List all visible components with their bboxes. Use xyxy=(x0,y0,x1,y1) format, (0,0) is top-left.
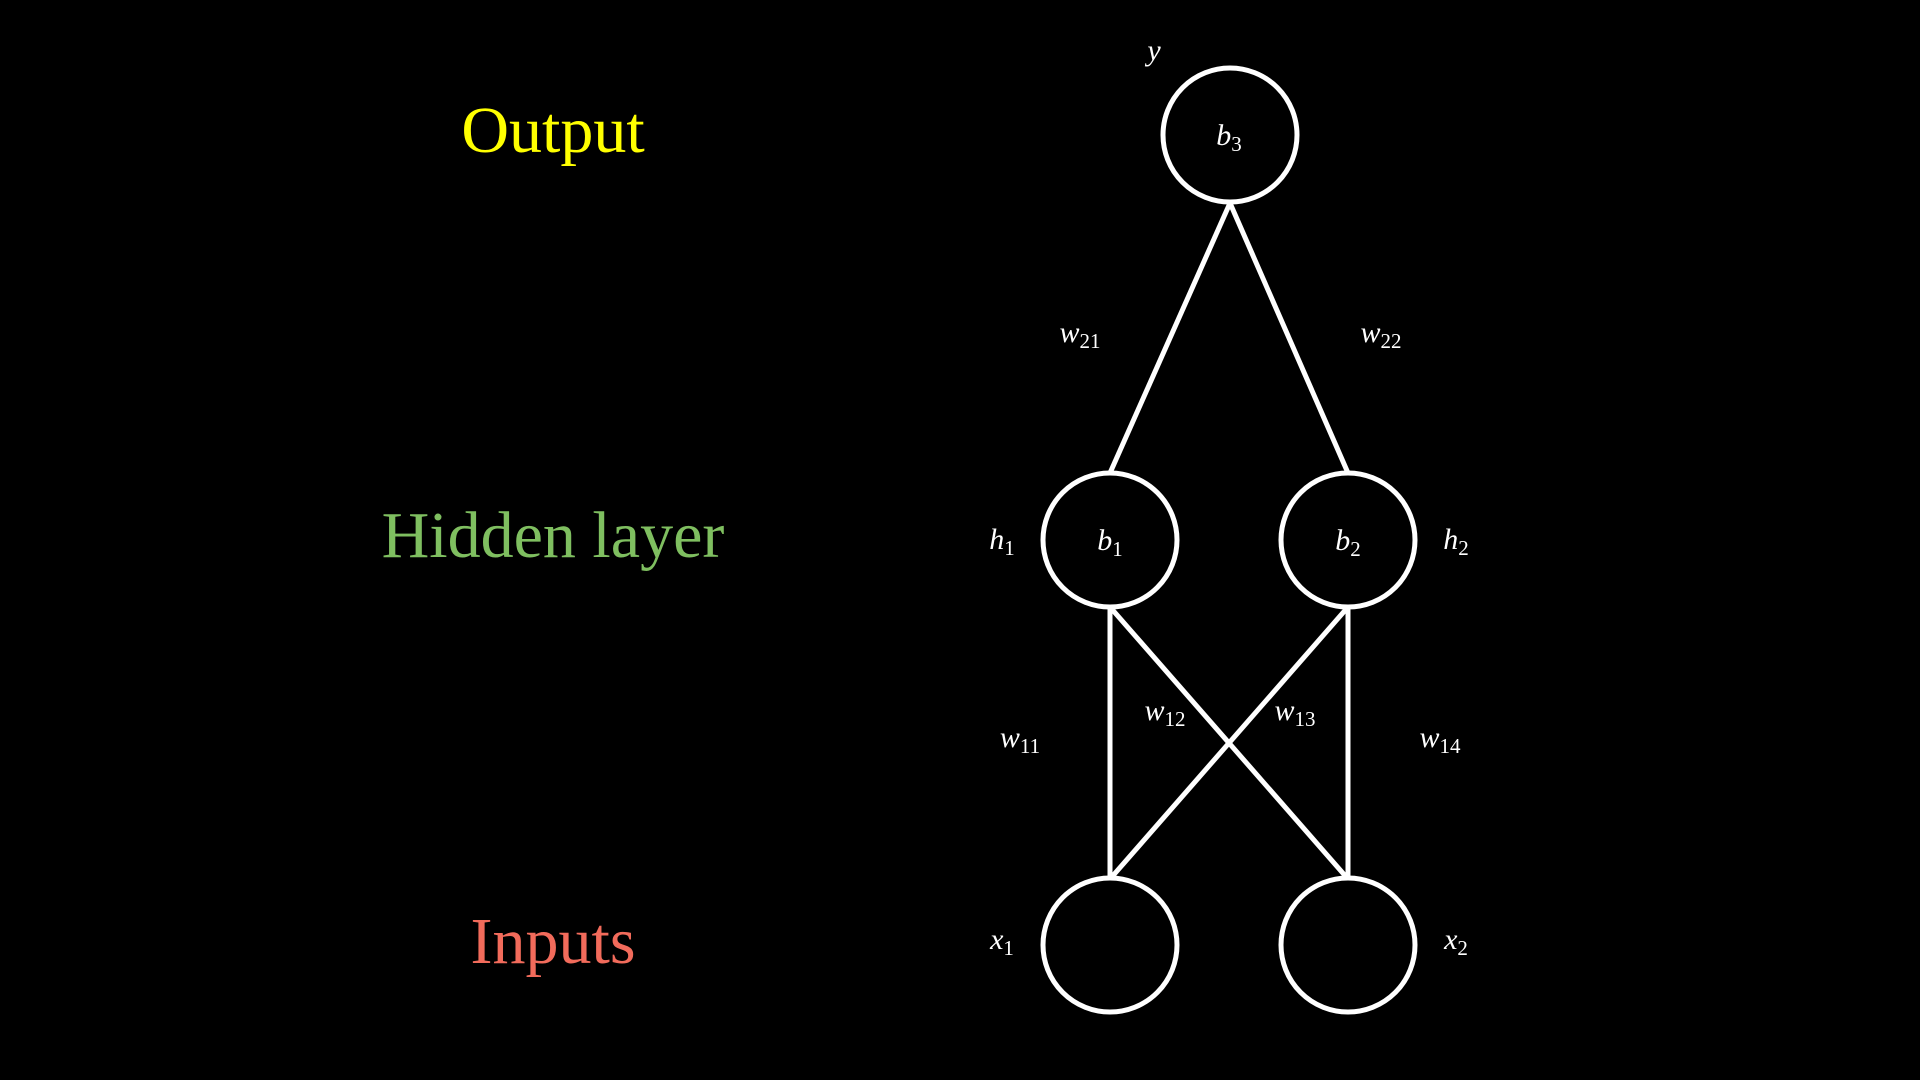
bias-label-b2: b2 xyxy=(1335,524,1361,561)
bias-label-b1: b1 xyxy=(1097,524,1123,561)
weight-label-w11: w11 xyxy=(1000,721,1040,758)
input-x2-label: x2 xyxy=(1443,923,1468,960)
output-y-label: y xyxy=(1144,34,1161,67)
edge-h1-to-output xyxy=(1107,201,1233,475)
output-node xyxy=(1160,65,1300,205)
bias-label-b3: b3 xyxy=(1216,119,1242,156)
weight-label-w14: w14 xyxy=(1419,721,1461,758)
weight-label-w22: w22 xyxy=(1360,316,1401,353)
weight-label-w12: w12 xyxy=(1144,694,1185,731)
inputs-layer-label: Inputs xyxy=(471,905,636,978)
hidden-h2-label: h2 xyxy=(1443,523,1469,560)
weight-label-w21: w21 xyxy=(1059,316,1100,353)
input-node-2 xyxy=(1278,875,1418,1015)
hidden-h1-label: h1 xyxy=(989,523,1015,560)
hidden-node-2 xyxy=(1278,470,1418,610)
weight-label-w13: w13 xyxy=(1274,694,1315,731)
input-node-1 xyxy=(1040,875,1180,1015)
edge-h2-to-output xyxy=(1227,201,1351,475)
output-layer-label: Output xyxy=(461,94,644,167)
edge-x1-to-h2 xyxy=(1108,605,1350,881)
hidden-node-1 xyxy=(1040,470,1180,610)
hidden-layer-label: Hidden layer xyxy=(382,499,725,572)
input-x1-label: x1 xyxy=(989,923,1014,960)
